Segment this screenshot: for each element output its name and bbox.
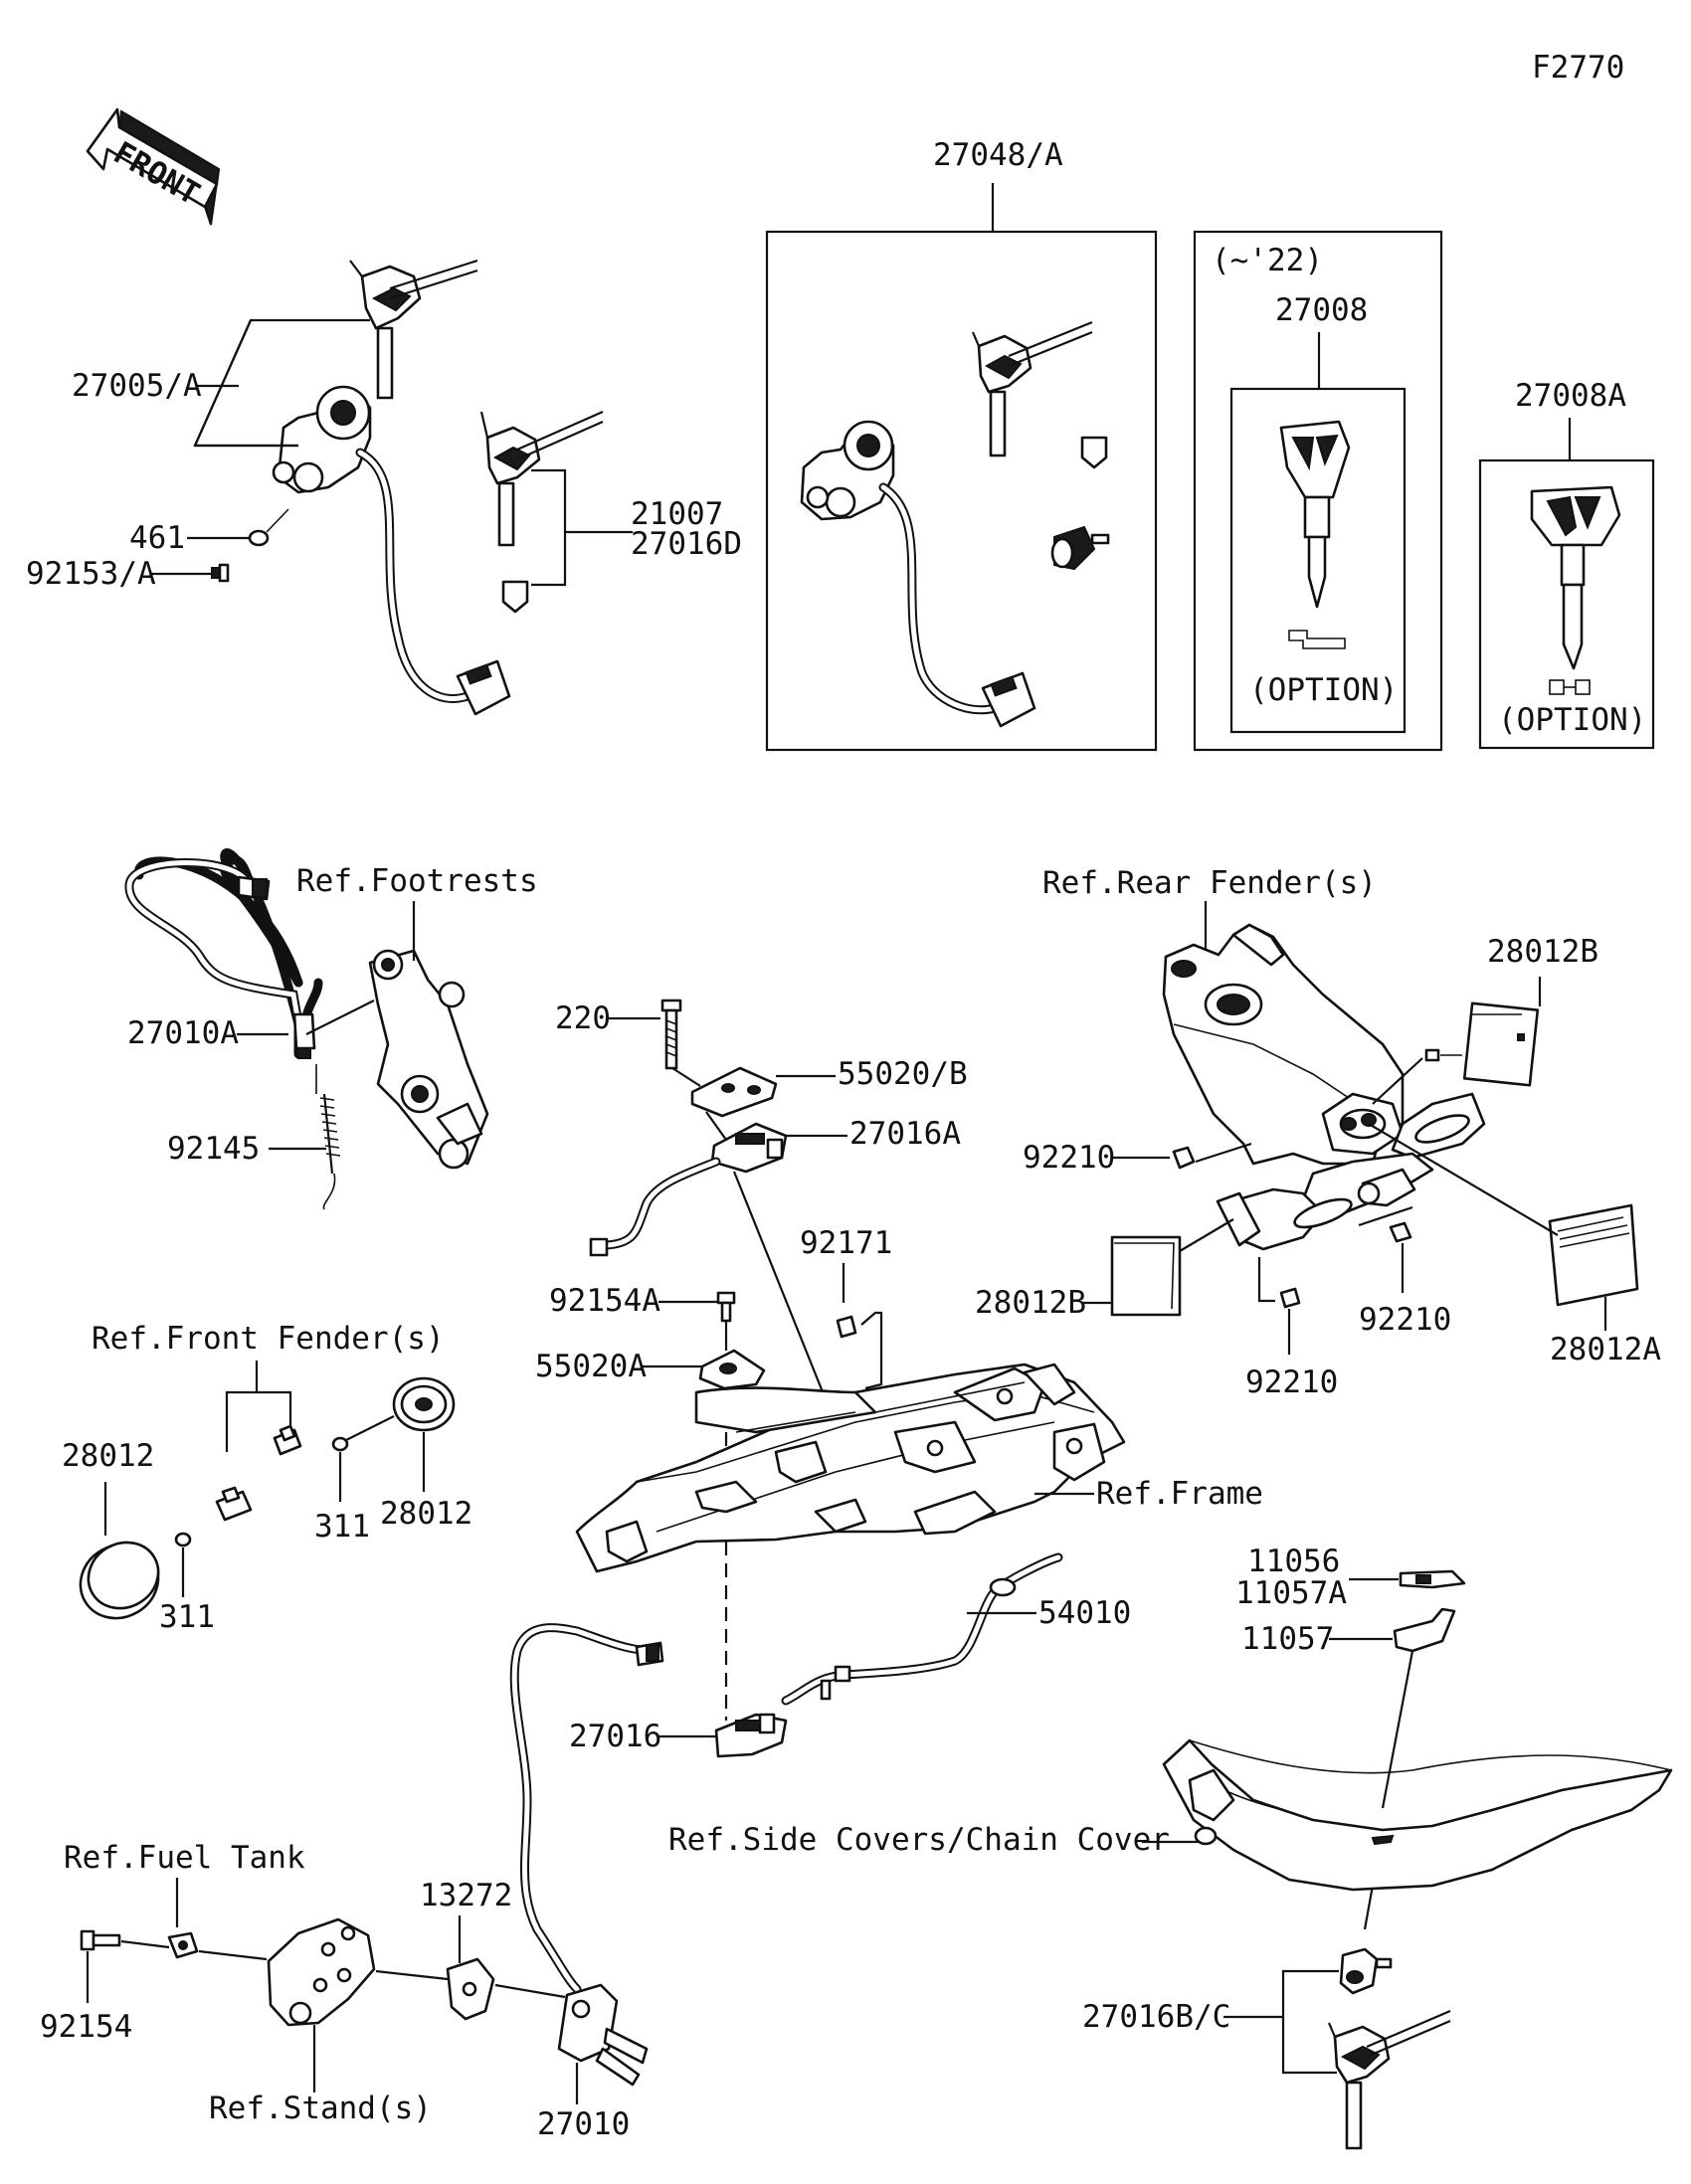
nut-92171	[836, 1315, 857, 1339]
label-11057: 11057	[1241, 1621, 1334, 1657]
rear-frame	[575, 1363, 1126, 1573]
bracket-55020B	[690, 1066, 778, 1118]
label-13272: 13272	[420, 1878, 512, 1913]
ignition-switch-27005	[272, 259, 511, 716]
label-92171: 92171	[800, 1225, 892, 1261]
label-ref-rear-fender: Ref.Rear Fender(s)	[1042, 865, 1377, 901]
label-92210-a: 92210	[1023, 1140, 1115, 1176]
cap-28012-right	[392, 1376, 456, 1432]
kit-box-27008	[1193, 230, 1443, 752]
label-27016A: 27016A	[849, 1116, 961, 1152]
label-311-b: 311	[159, 1599, 215, 1635]
reflector-28012B-low	[1110, 1235, 1182, 1317]
label-28012B-top: 28012B	[1487, 934, 1598, 970]
plate-13272	[446, 1957, 495, 2021]
label-92210-b: 92210	[1359, 1302, 1451, 1338]
stand-switch-27010-wire	[509, 1623, 664, 1994]
bolt-92154	[80, 1929, 121, 1951]
washer-311-left	[174, 1532, 192, 1547]
nut-27016D	[501, 580, 529, 614]
label-92154A: 92154A	[549, 1283, 660, 1319]
key-blank-27008	[1279, 420, 1351, 609]
rear-fender	[1162, 923, 1486, 1251]
seat-latch-27016	[714, 1713, 788, 1758]
label-11056: 11056	[1247, 1544, 1340, 1579]
label-ref-footrests: Ref.Footrests	[296, 863, 538, 899]
label-220: 220	[555, 1001, 611, 1036]
label-28012B-low: 28012B	[975, 1285, 1086, 1321]
label-ref-fuel-tank: Ref.Fuel Tank	[64, 1840, 305, 1876]
nut-92210-b	[1389, 1221, 1412, 1243]
label-92153A: 92153/A	[26, 556, 156, 592]
lock-27016BC	[1327, 1947, 1451, 2150]
label-27008A: 27008A	[1515, 378, 1626, 414]
label-ref-front-fender: Ref.Front Fender(s)	[92, 1321, 445, 1357]
label-28012-right: 28012	[380, 1496, 472, 1532]
cap-28012-left	[79, 1541, 160, 1620]
bolt-220	[660, 999, 682, 1070]
seat-lock-27016A	[710, 1122, 788, 1174]
reflector-28012A	[1548, 1203, 1639, 1307]
key-21007	[479, 410, 604, 547]
lock-set-27048A	[800, 320, 1110, 728]
label-27010A: 27010A	[127, 1015, 239, 1051]
rivet-right	[273, 1424, 302, 1456]
nut-92210-c	[1279, 1287, 1301, 1309]
label-27008: 27008	[1275, 292, 1368, 328]
label-92210-c: 92210	[1245, 1365, 1338, 1400]
stand-switch-27010	[557, 1983, 649, 2087]
label-54010: 54010	[1038, 1595, 1131, 1631]
label-ref-frame: Ref.Frame	[1096, 1476, 1263, 1512]
key-box-27008A	[1478, 458, 1655, 750]
label-92145: 92145	[167, 1131, 260, 1167]
label-28012A: 28012A	[1550, 1332, 1661, 1367]
label-27016: 27016	[569, 1719, 661, 1754]
bolt-92153A	[211, 563, 230, 583]
spring-92145	[315, 1064, 341, 1210]
washer-311-right	[331, 1436, 349, 1452]
label-27016D: 27016D	[631, 526, 742, 562]
nut-92210-a	[1172, 1146, 1196, 1170]
diagram-id: F2770	[1532, 50, 1624, 86]
label-ref-stands: Ref.Stand(s)	[209, 2091, 432, 2126]
label-option-2: (OPTION)	[1498, 702, 1646, 738]
label-11057A: 11057A	[1235, 1575, 1347, 1611]
washer-461	[248, 529, 270, 547]
screw-28012B	[1424, 1048, 1462, 1062]
label-28012-left: 28012	[62, 1438, 154, 1474]
cable-end	[589, 1237, 609, 1257]
side-cover	[1162, 1738, 1673, 1892]
label-461: 461	[129, 520, 185, 556]
label-21007: 21007	[631, 496, 723, 532]
label-27005A: 27005/A	[72, 368, 202, 404]
reflector-28012B-top	[1462, 1001, 1540, 1087]
label-55020A: 55020A	[535, 1349, 647, 1384]
label-ref-side-covers: Ref.Side Covers/Chain Cover	[668, 1822, 1170, 1858]
rivet-left	[215, 1486, 253, 1522]
cable-54010	[781, 1552, 1063, 1706]
bracket-11057	[1393, 1607, 1456, 1653]
label-92154: 92154	[40, 2009, 132, 2045]
front-arrow-icon: FRONT	[86, 107, 221, 226]
bracket-fuel-tank	[167, 1931, 199, 1959]
label-option-1: (OPTION)	[1249, 672, 1398, 708]
key-profile-icon-2	[1549, 679, 1591, 695]
label-27048A: 27048/A	[933, 137, 1063, 173]
label-27016BC: 27016B/C	[1082, 1999, 1230, 2035]
clip-11056	[1399, 1569, 1466, 1589]
key-blank-27008A	[1530, 485, 1621, 670]
kit-box-27048A	[765, 230, 1158, 752]
label-55020B: 55020/B	[838, 1056, 968, 1092]
label-311-a: 311	[314, 1509, 370, 1545]
footrest-bracket	[368, 949, 489, 1170]
key-profile-icon	[1288, 630, 1346, 649]
key-box-27008	[1229, 387, 1407, 734]
stand-bracket	[267, 1917, 376, 2027]
label-until-22: (~'22)	[1212, 243, 1323, 278]
bracket-55020A	[698, 1349, 766, 1390]
label-27010: 27010	[537, 2106, 630, 2142]
stand-switch-wire	[124, 858, 316, 1059]
bolt-92154A	[716, 1291, 736, 1323]
